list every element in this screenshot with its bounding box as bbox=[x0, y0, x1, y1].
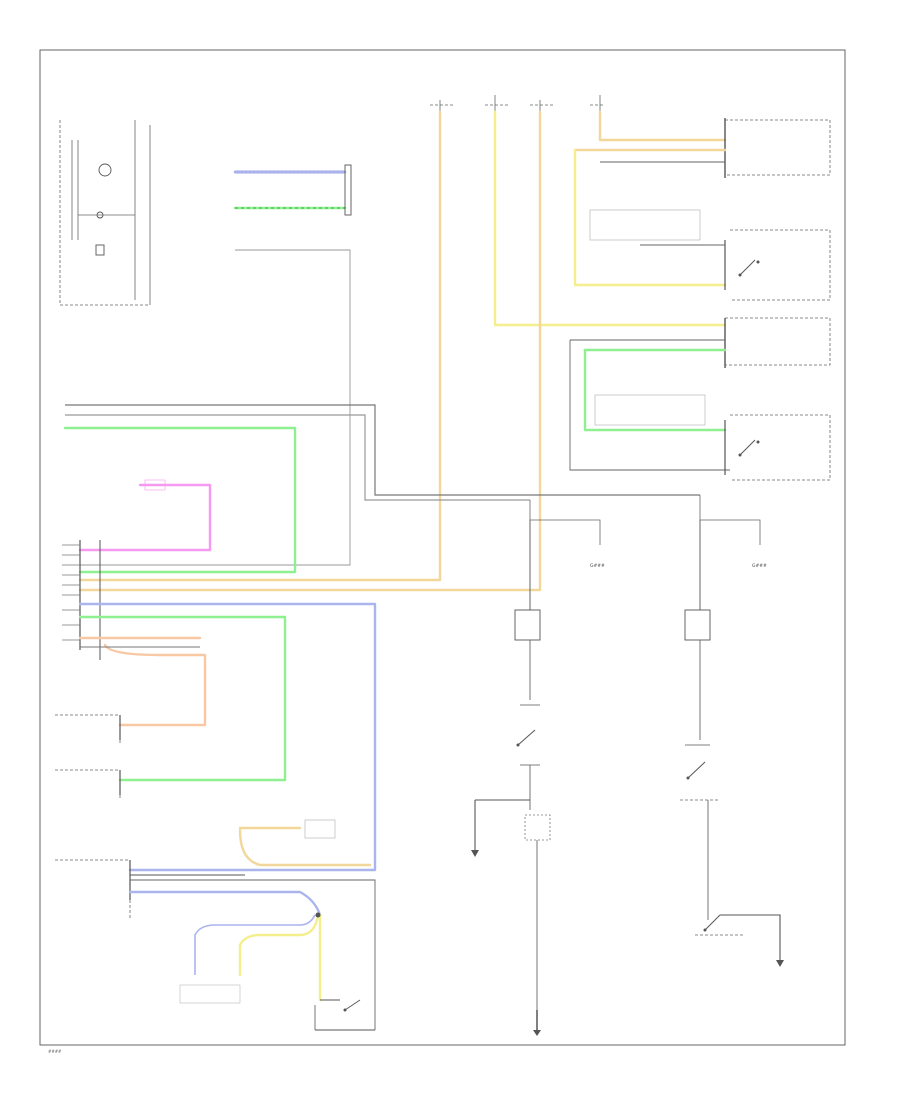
wire-yel-1 bbox=[493, 110, 727, 327]
passenger-window-switch bbox=[724, 414, 831, 481]
wire-orange bbox=[78, 636, 207, 727]
middle-lower-circuit bbox=[471, 609, 551, 1036]
wire-yel-seat bbox=[238, 913, 320, 977]
instrument-panel-cluster bbox=[59, 120, 151, 306]
wire-lt-grn-3 bbox=[63, 426, 297, 574]
driver-door-module bbox=[724, 118, 831, 178]
driver-window-switch bbox=[724, 229, 831, 301]
belt-switch-left bbox=[314, 999, 375, 1031]
wire-tan-3 bbox=[598, 110, 727, 142]
wire-pink bbox=[78, 483, 212, 552]
wire-tan-main bbox=[78, 110, 442, 582]
seat-module bbox=[55, 859, 376, 1030]
wire-lt-grn-2 bbox=[583, 348, 727, 432]
wire-harness-1 bbox=[65, 404, 700, 496]
top-splice-pack bbox=[430, 95, 605, 112]
wire-yel-2 bbox=[573, 148, 727, 287]
passenger-door-module bbox=[724, 317, 831, 368]
diagram-frame bbox=[39, 49, 846, 1046]
ground-label-1: G### bbox=[590, 563, 605, 569]
footer-code: #### bbox=[48, 1049, 62, 1054]
wire-tan-2 bbox=[78, 110, 542, 592]
ground-label-2: G### bbox=[752, 563, 767, 569]
module-box-1 bbox=[55, 714, 121, 745]
suspension-control-module bbox=[55, 769, 121, 800]
wire-lt-grn-susp bbox=[78, 615, 287, 782]
body-control-module bbox=[62, 540, 101, 660]
wire-blue-seat bbox=[78, 602, 377, 872]
wire-serial-data bbox=[80, 249, 351, 566]
right-lower-circuit bbox=[680, 609, 784, 967]
